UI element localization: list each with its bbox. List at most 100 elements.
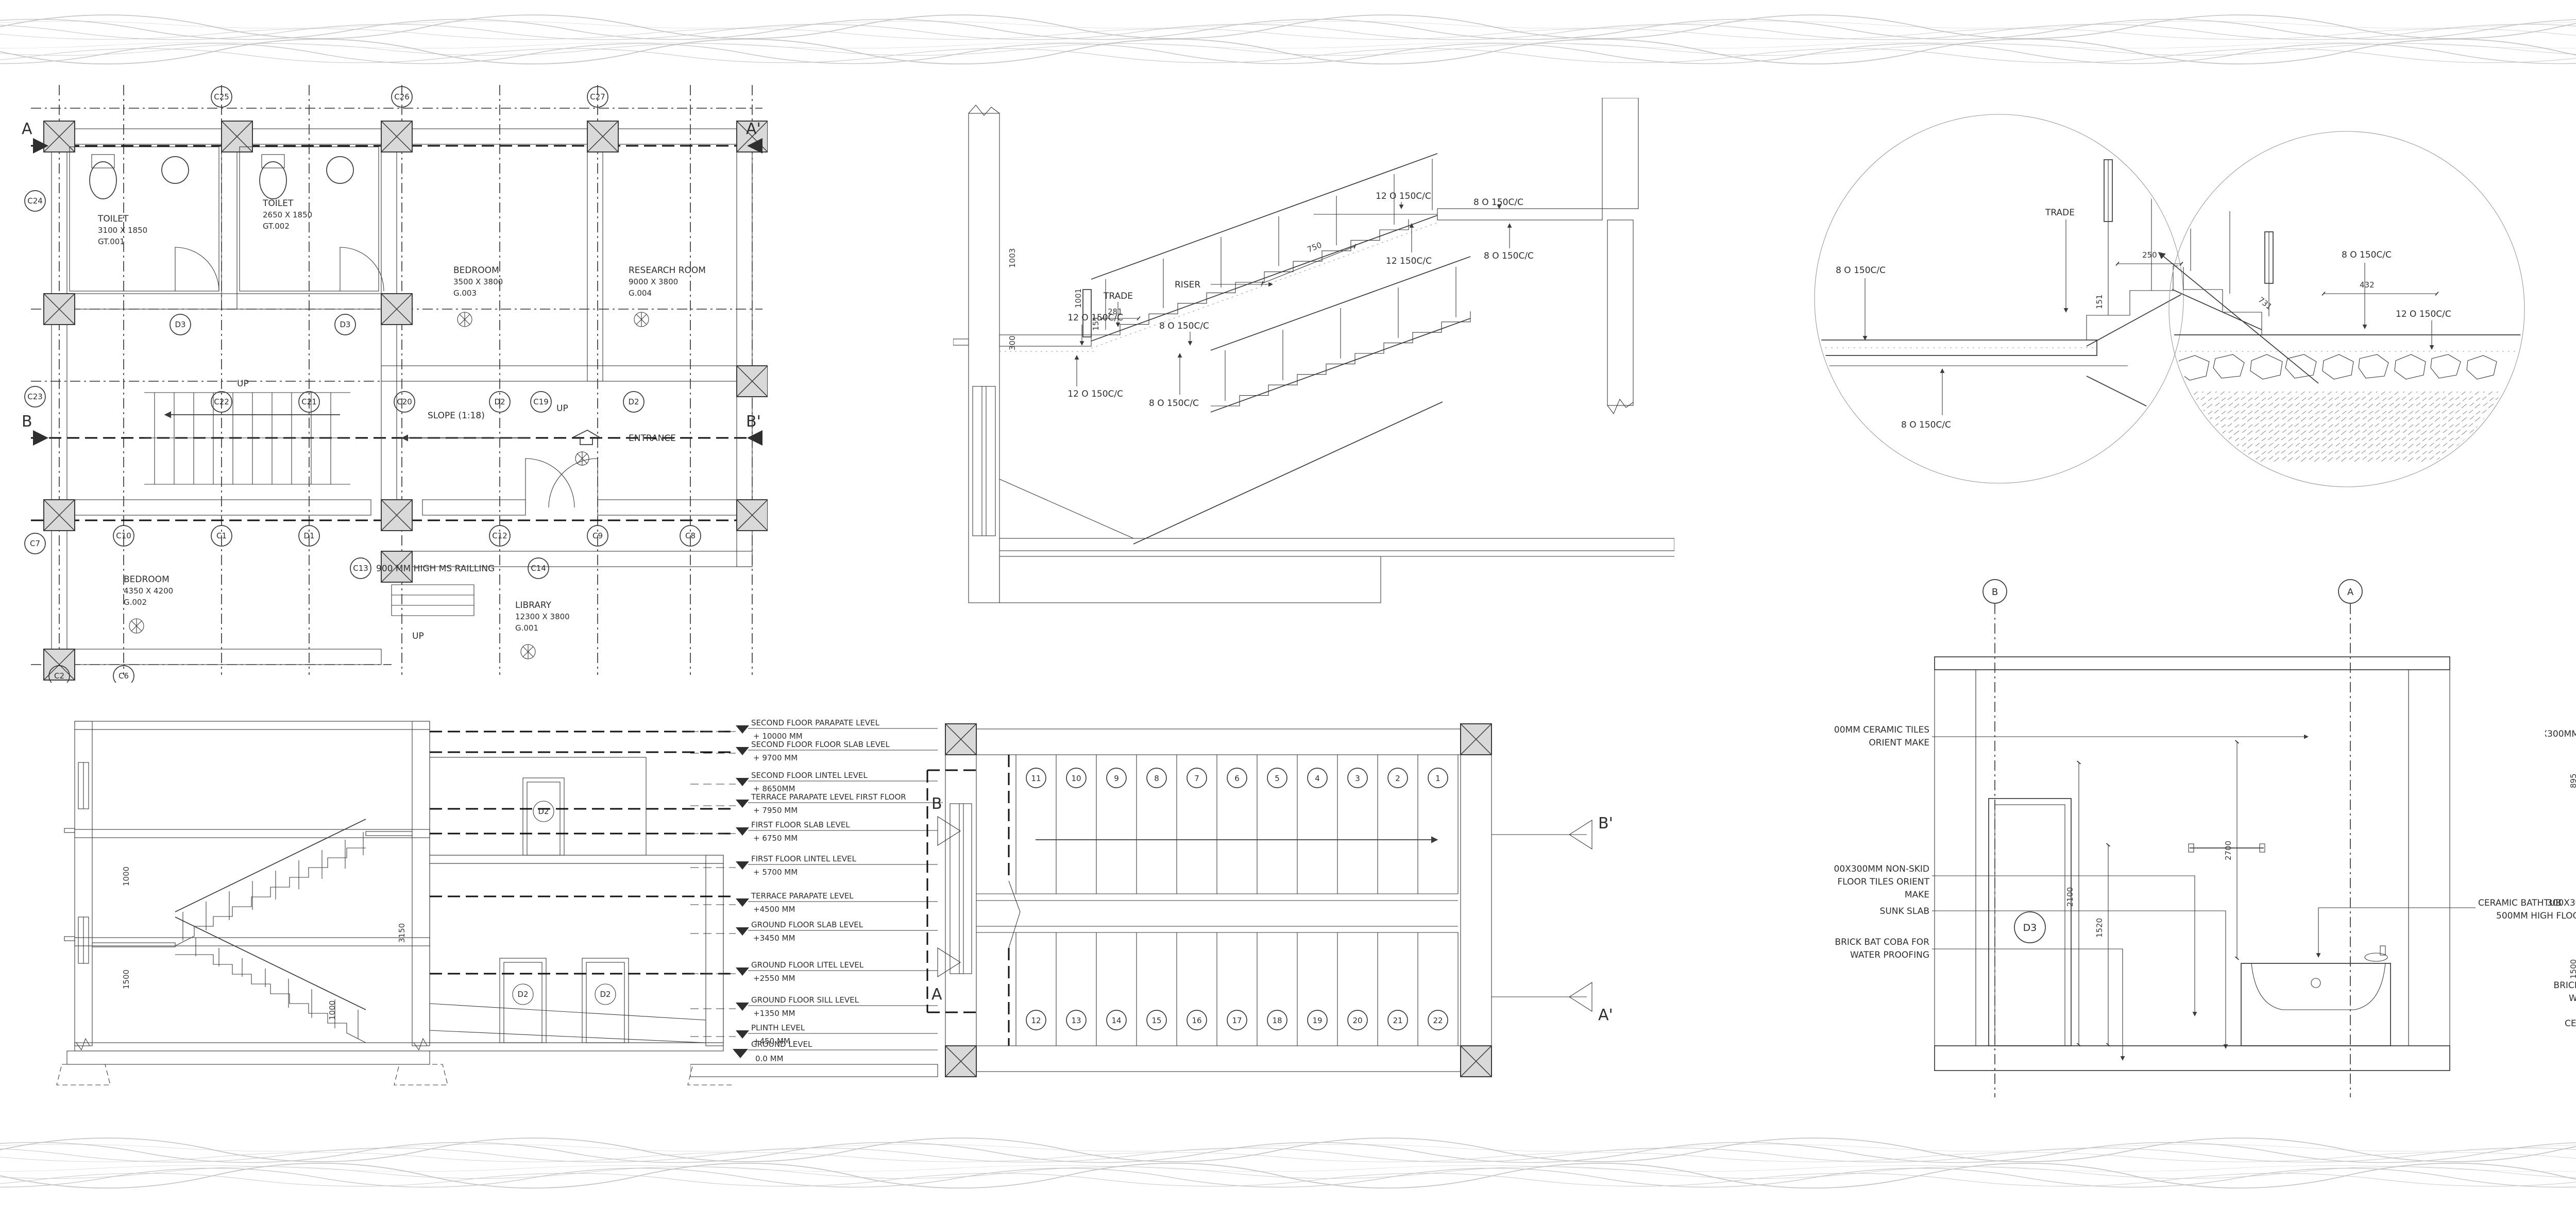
svg-text:17: 17 bbox=[1232, 1016, 1242, 1025]
svg-text:8: 8 bbox=[1154, 774, 1159, 783]
svg-text:+4500 MM: +4500 MM bbox=[753, 905, 795, 914]
svg-text:1: 1 bbox=[1435, 774, 1440, 783]
marker-b: B bbox=[1992, 587, 1998, 598]
bsection-level-leaders bbox=[430, 731, 732, 975]
svg-text:C25: C25 bbox=[214, 92, 229, 101]
level-value: + 10000 MM bbox=[753, 732, 803, 741]
svg-text:300X300MM CERAMIC TILES: 300X300MM CERAMIC TILES bbox=[1834, 725, 1929, 735]
svg-text:C13: C13 bbox=[353, 564, 368, 573]
svg-text:1001: 1001 bbox=[1074, 288, 1083, 308]
rebar-label: 8 O 150C/C bbox=[1836, 265, 1886, 276]
svg-text:FLOOR TILES ORIENT: FLOOR TILES ORIENT bbox=[2556, 911, 2576, 921]
svg-text:3150: 3150 bbox=[397, 923, 406, 943]
svg-text:ENTRANCE: ENTRANCE bbox=[629, 433, 676, 444]
svg-text:G.002: G.002 bbox=[124, 598, 147, 607]
svg-text:LIBRARY: LIBRARY bbox=[515, 600, 552, 610]
plan-stair: UP bbox=[144, 379, 350, 485]
svg-text:RESEARCH ROOM: RESEARCH ROOM bbox=[629, 265, 706, 276]
svg-text:PLINTH LEVEL: PLINTH LEVEL bbox=[751, 1023, 805, 1032]
svg-text:+ 5700 MM: + 5700 MM bbox=[753, 868, 798, 877]
rebar-label: 8 O 150C/C bbox=[1149, 398, 1199, 409]
ss-lower-flight bbox=[1210, 256, 1471, 413]
svg-text:C19: C19 bbox=[533, 397, 549, 406]
svg-text:2650 X 1850: 2650 X 1850 bbox=[263, 210, 312, 219]
svg-text:FIRST FLOOR SLAB LEVEL: FIRST FLOOR SLAB LEVEL bbox=[751, 820, 850, 829]
ss-annotations: 12 O 150C/C 8 O 150C/C 12 O 150C/C 8 O 1… bbox=[1008, 191, 1534, 409]
svg-text:C27: C27 bbox=[590, 92, 605, 101]
up-porch-label: UP bbox=[412, 631, 424, 641]
plan-section-markers: A A' B B' bbox=[22, 120, 762, 446]
svg-text:FLOOR TILES ORIENT: FLOOR TILES ORIENT bbox=[1838, 877, 1930, 887]
svg-text:A: A bbox=[931, 986, 942, 1004]
svg-text:C10: C10 bbox=[116, 531, 131, 540]
door-tag-d2b: D2 bbox=[517, 990, 528, 999]
svg-text:432: 432 bbox=[2360, 280, 2375, 290]
rebar-label: 8 O 150C/C bbox=[1901, 420, 1951, 430]
stair-section-detail: 12 O 150C/C 8 O 150C/C 12 O 150C/C 8 O 1… bbox=[953, 98, 1674, 603]
up-entrance-label: UP bbox=[556, 403, 568, 414]
svg-text:B': B' bbox=[1598, 814, 1613, 833]
svg-text:15: 15 bbox=[1151, 1016, 1161, 1025]
svg-text:1000: 1000 bbox=[328, 1000, 337, 1020]
svg-text:1003: 1003 bbox=[1008, 248, 1017, 268]
building-section: D2 D2 D2 1500 1000 1000 3150 bbox=[56, 721, 732, 1085]
bsection-ground bbox=[56, 1038, 732, 1085]
svg-text:+450 MM: +450 MM bbox=[753, 1037, 790, 1046]
svg-text:+3450 MM: +3450 MM bbox=[753, 934, 795, 943]
svg-text:A': A' bbox=[746, 120, 761, 138]
svg-text:SUNK SLAB: SUNK SLAB bbox=[1880, 906, 1929, 917]
svg-text:+2550 MM: +2550 MM bbox=[753, 974, 795, 983]
svg-text:A': A' bbox=[1598, 1006, 1613, 1024]
svg-text:SLOPE (1:18): SLOPE (1:18) bbox=[428, 411, 485, 421]
svg-text:13: 13 bbox=[1071, 1016, 1081, 1025]
svg-text:C12: C12 bbox=[492, 531, 507, 540]
svg-text:GROUND FLOOR SILL LEVEL: GROUND FLOOR SILL LEVEL bbox=[751, 995, 859, 1005]
svg-text:TERRACE PARAPATE LEVEL FIRST F: TERRACE PARAPATE LEVEL FIRST FLOOR bbox=[751, 792, 906, 802]
ss-upper-flight bbox=[1082, 153, 1438, 349]
rebar-label: 8 O 150C/C bbox=[1473, 197, 1523, 208]
svg-text:3: 3 bbox=[1355, 774, 1360, 783]
trade-label: TRADE bbox=[1103, 291, 1133, 301]
svg-text:18: 18 bbox=[1272, 1016, 1282, 1025]
svg-text:C9: C9 bbox=[592, 531, 603, 540]
svg-text:C7: C7 bbox=[30, 539, 40, 548]
riser-label: RISER bbox=[1175, 280, 1200, 290]
svg-text:11: 11 bbox=[1031, 774, 1041, 783]
svg-text:12: 12 bbox=[1031, 1016, 1041, 1025]
svg-text:1500: 1500 bbox=[2569, 959, 2576, 979]
svg-text:CERAMIC BATHTUB: CERAMIC BATHTUB bbox=[2565, 1019, 2576, 1029]
svg-text:5: 5 bbox=[1275, 774, 1280, 783]
bsection-dims: 1500 1000 1000 3150 bbox=[122, 867, 406, 1020]
svg-text:500MM HIGH: 500MM HIGH bbox=[2496, 911, 2553, 921]
svg-text:GROUND LEVEL: GROUND LEVEL bbox=[751, 1040, 812, 1049]
e1-right-label: CERAMIC BATHTUB 500MM HIGH bbox=[2316, 898, 2562, 958]
svg-text:C26: C26 bbox=[394, 92, 410, 101]
e1-bathtub bbox=[2241, 945, 2391, 1046]
svg-text:+ 8650MM: + 8650MM bbox=[753, 784, 795, 793]
svg-text:3500 X 3800: 3500 X 3800 bbox=[453, 277, 503, 286]
svg-text:A: A bbox=[22, 120, 32, 138]
svg-text:151: 151 bbox=[2095, 294, 2104, 309]
svg-text:C6: C6 bbox=[118, 671, 129, 681]
e1-left-labels: 300X300MM CERAMIC TILES ORIENT MAKE 300X… bbox=[1834, 725, 2309, 1061]
svg-text:MAKE: MAKE bbox=[1905, 890, 1929, 900]
rebar-label: 12 O 150C/C bbox=[2396, 309, 2451, 319]
svg-text:2: 2 bbox=[1395, 774, 1400, 783]
rebar-label: 8 O 150C/C bbox=[2342, 250, 2392, 260]
bsection-brick-block: D2 D2 D2 bbox=[429, 757, 724, 1043]
svg-text:GROUND FLOOR SLAB LEVEL: GROUND FLOOR SLAB LEVEL bbox=[751, 920, 863, 929]
e2-dims: 895 1500 300 900 1855 720 369 bbox=[2569, 773, 2576, 979]
detail-circle-left: TRADE 8 O 150C/C 8 O 150C/C 250 151 bbox=[1814, 114, 2184, 484]
svg-text:G.004: G.004 bbox=[629, 288, 652, 298]
door-tag-d3: D3 bbox=[2023, 922, 2037, 934]
double-door bbox=[525, 458, 598, 508]
svg-text:C20: C20 bbox=[397, 397, 412, 406]
svg-text:21: 21 bbox=[1393, 1016, 1402, 1025]
bottom-wave-band bbox=[0, 1138, 2576, 1189]
svg-text:20: 20 bbox=[1352, 1016, 1362, 1025]
svg-text:151: 151 bbox=[1091, 316, 1100, 331]
